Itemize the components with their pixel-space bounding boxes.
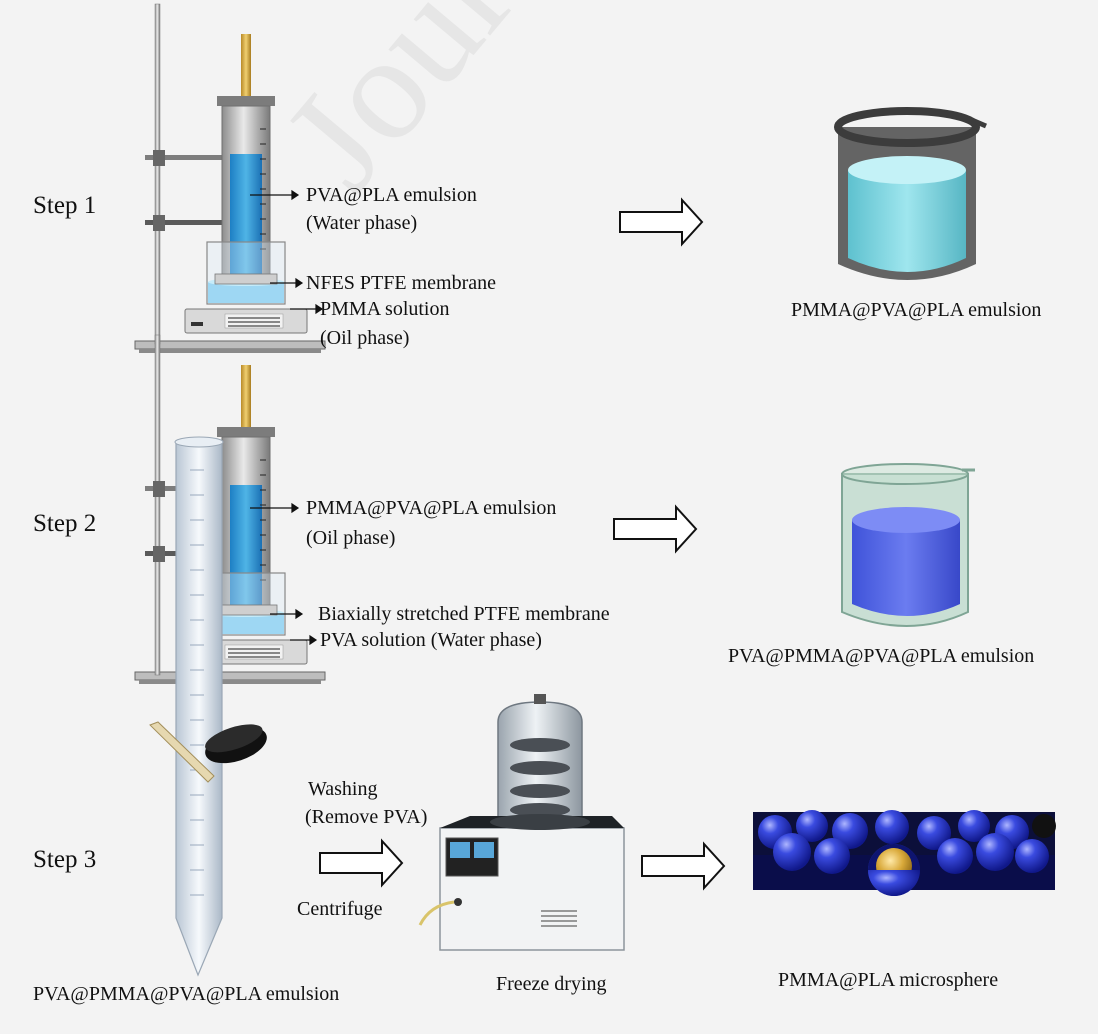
microsphere-caption: PMMA@PLA microsphere [778, 969, 999, 991]
step2-oil-phase-sub: (Oil phase) [306, 527, 396, 549]
step1-water-phase-sub: (Water phase) [306, 212, 418, 234]
tube-cap [205, 724, 267, 764]
centrifuge-label: Centrifuge [297, 898, 383, 920]
step2-oil-phase-label: PMMA@PVA@PLA emulsion [306, 497, 557, 519]
step1-oil-phase-label: PMMA solution [320, 298, 450, 320]
process-arrow-drying [641, 841, 726, 891]
step1-product-caption: PMMA@PVA@PLA emulsion [791, 299, 1042, 321]
process-arrow-washing [319, 838, 404, 888]
step-2-title: Step 2 [33, 510, 97, 537]
beaker-step2-product [841, 463, 975, 627]
label-pointers-step1 [250, 189, 324, 315]
process-arrow-step2 [613, 504, 698, 554]
washing-sub-label: (Remove PVA) [305, 806, 428, 828]
process-arrow-step1 [619, 197, 704, 247]
step1-oil-phase-sub: (Oil phase) [320, 327, 410, 349]
step2-membrane-label: Biaxially stretched PTFE membrane [318, 603, 610, 625]
step1-membrane-label: NFES PTFE membrane [306, 272, 496, 294]
microsphere-render [753, 810, 1056, 896]
freeze-drying-caption: Freeze drying [496, 973, 607, 995]
step-3-title: Step 3 [33, 846, 97, 873]
tube-caption: PVA@PMMA@PVA@PLA emulsion [33, 983, 340, 1005]
step2-water-phase-label: PVA solution (Water phase) [320, 629, 542, 651]
freeze-dryer [418, 694, 625, 951]
label-pointers-step2 [250, 502, 318, 646]
washing-label: Washing [308, 778, 378, 800]
centrifuge-tube [149, 436, 224, 977]
step2-product-caption: PVA@PMMA@PVA@PLA emulsion [728, 645, 1035, 667]
emulsification-apparatus-step1 [134, 3, 326, 354]
step1-water-phase-label: PVA@PLA emulsion [306, 184, 477, 206]
step-1-title: Step 1 [33, 192, 97, 219]
beaker-step1-product [834, 107, 987, 280]
